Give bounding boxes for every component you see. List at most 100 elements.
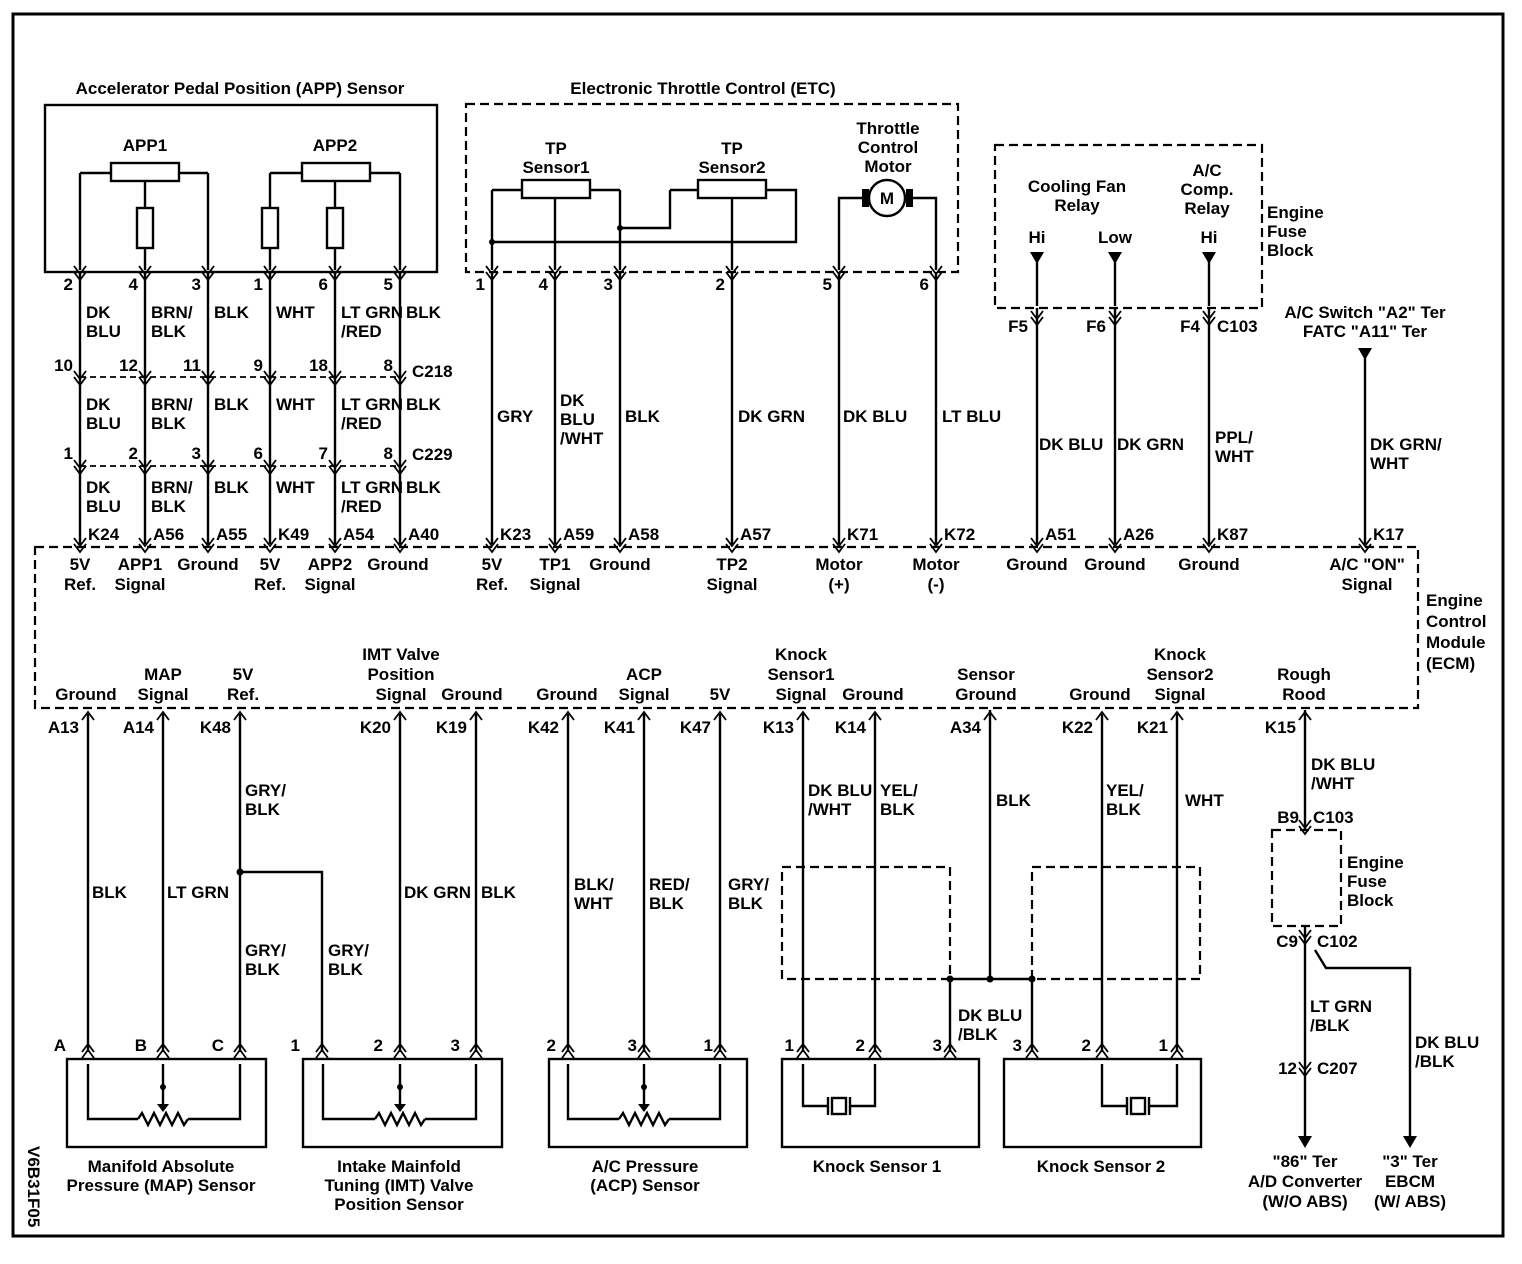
wire-color: BRN/ [151,395,193,414]
ecm-bottom-label: Ground [955,685,1016,704]
connector-pin [73,370,87,387]
ecm-top-label: Ground [1084,555,1145,574]
arrow-up [393,710,407,721]
ecm-top-label: Ground [367,555,428,574]
ecm-bottom-label: ACP [626,665,662,684]
connector-pin [561,1042,575,1059]
ecm-bottom-label: Ground [441,685,502,704]
wire-color: DK BLU [1311,755,1375,774]
ecm-bottom-label: Ground [55,685,116,704]
ecm-pin: A58 [628,525,659,544]
etc-pin: 2 [716,275,725,294]
connector-pin [1298,1061,1312,1078]
c229-pin: 3 [192,444,201,463]
wire-color: DK [86,303,111,322]
connector-pin [1108,537,1122,554]
wire-color: DK GRN [404,883,471,902]
ecm-top-label: Ground [589,555,650,574]
wire-color: RED/ [649,875,690,894]
ecm-bottom-label: 5V [233,665,254,684]
connector-pin [1298,819,1312,836]
app-pin: 6 [319,275,328,294]
connector-pin [1030,537,1044,554]
figure-code: V6B31F05 [24,1146,43,1227]
wire-color: WHT [276,303,315,322]
wire-color: GRY/ [328,941,369,960]
arrow-up [983,710,997,721]
ecm-bottom-label: Sensor2 [1146,665,1213,684]
arrow-up [713,710,727,721]
wire-color: YEL/ [1106,781,1144,800]
ecm-pin: K15 [1265,718,1296,737]
connector-pin [832,265,846,282]
connector-pin [1170,1042,1184,1059]
ecm-pin: A26 [1123,525,1154,544]
ecm-bottom-label: Sensor [957,665,1015,684]
ecm-top-label: TP1 [539,555,570,574]
ecm-pin: K42 [528,718,559,737]
ebcm-label: (W/ ABS) [1374,1192,1446,1211]
wire-color: BLK [1106,800,1142,819]
c207-label: C207 [1317,1059,1358,1078]
ecm-top-label: (+) [828,575,849,594]
motor-label: Control [858,138,918,157]
knock1-label: Knock Sensor 1 [813,1157,942,1176]
wire-color: /RED [341,497,382,516]
wire-color: BLK [245,800,281,819]
ecm-bottom-label: Signal [1154,685,1205,704]
connector-pin [393,1042,407,1059]
ecm-bottom-label: 5V [710,685,731,704]
fuse-pin: F4 [1180,317,1200,336]
arrow-up [868,710,882,721]
ecm-bottom-label: Position [367,665,434,684]
ecm-top-label: Ground [177,555,238,574]
c218-pin: 9 [254,356,263,375]
ecm-pin: A40 [408,525,439,544]
connector-pin [1298,929,1312,946]
motor-label: Throttle [856,119,919,138]
connector-pin [1358,537,1372,554]
knock2-pin: 3 [1013,1036,1022,1055]
arrow-up [1095,710,1109,721]
imt-sensor-label: Intake Mainfold [337,1157,461,1176]
ecm-bottom-label: Signal [775,685,826,704]
connector-pin [713,1042,727,1059]
connector-pin [138,370,152,387]
connector-pin [485,265,499,282]
wire-color: BLU [560,410,595,429]
ecm-bottom-label: Sensor1 [767,665,834,684]
wire-color: GRY [497,407,534,426]
arrow-up [1170,710,1184,721]
wire-color: /BLK [958,1025,998,1044]
ecm-top-label: APP1 [118,555,162,574]
motor-symbol: M [880,189,894,208]
map-sensor-label: Manifold Absolute [88,1157,235,1176]
knock1-pin: 2 [856,1036,865,1055]
connector-pin [263,537,277,554]
arrow-up [637,710,651,721]
knock2-label: Knock Sensor 2 [1037,1157,1166,1176]
ac-switch-label: FATC "A11" Ter [1303,322,1428,341]
connector-pin [201,459,215,476]
c102-label: C102 [1317,932,1358,951]
ecm-top-label: 5V [482,555,503,574]
wire-color: BLK [214,478,250,497]
wire-color: BLK [214,395,250,414]
ad-converter-label: A/D Converter [1248,1172,1363,1191]
wire-color: DK [560,391,585,410]
c218-pin: 11 [183,356,201,375]
ecm-top-label: Signal [706,575,757,594]
connector-pin [393,370,407,387]
ecm-label: Module [1426,633,1486,652]
wire-color: LT GRN [1310,997,1372,1016]
ecm-pin: A34 [950,718,982,737]
connector-pin [138,459,152,476]
ecm-label: Control [1426,612,1486,631]
knock1-pin: 1 [785,1036,794,1055]
knock2-pin: 1 [1159,1036,1168,1055]
ecm-bottom-label: MAP [144,665,182,684]
ecm-top-label: 5V [260,555,281,574]
motor-label: Motor [864,157,912,176]
wire-color: DK BLU [1415,1033,1479,1052]
fuse-block-label: Fuse [1347,872,1387,891]
